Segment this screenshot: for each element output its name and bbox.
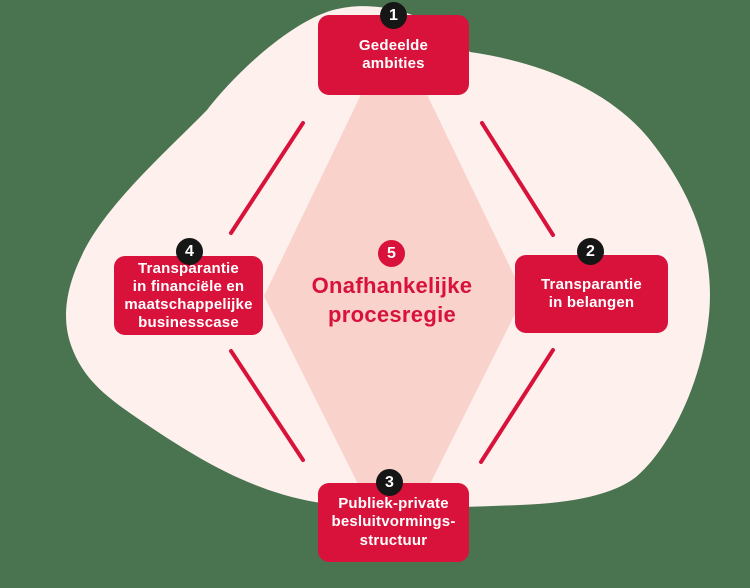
badge-number: 1 (389, 6, 398, 24)
connector-bottom-left (229, 349, 305, 462)
node-box-transparantie-in-belangen: Transparantie in belangen (515, 255, 668, 333)
number-badge-3: 3 (376, 469, 403, 496)
badge-number: 4 (185, 242, 194, 260)
number-badge-1: 1 (380, 2, 407, 29)
node-box-publiek-private-besluitvormingsstructuur: Publiek-private besluitvormings- structu… (318, 483, 469, 562)
badge-number: 2 (586, 242, 595, 260)
badge-number: 5 (387, 244, 396, 262)
node-label-line: in financiële en (132, 277, 245, 295)
node-label-line: businesscase (138, 313, 239, 331)
node-label-line: Transparantie (541, 275, 642, 293)
number-badge-4: 4 (176, 238, 203, 265)
number-badge-2: 2 (577, 238, 604, 265)
badge-number: 3 (385, 473, 394, 491)
node-label-line: in belangen (548, 294, 635, 311)
node-label-line: maatschappelijke (124, 295, 253, 313)
node-label-line: besluitvormings- (331, 513, 456, 531)
center-label-line: Onafhankelijke (311, 273, 473, 298)
center-label-onafhankelijke-procesregie: Onafhankelijke procesregie (272, 271, 512, 329)
node-label-line: Transparantie (138, 259, 239, 277)
connector-top-right (480, 121, 555, 237)
node-box-transparantie-businesscase: Transparantie in financiële en maatschap… (114, 256, 263, 335)
node-label-line: ambities (362, 55, 425, 72)
connector-bottom-right (479, 348, 555, 464)
node-label-line: Gedeelde (358, 36, 429, 54)
number-badge-5: 5 (378, 240, 405, 267)
diamond-shape (264, 26, 524, 556)
node-label-line: structuur (359, 531, 428, 549)
center-label-line: procesregie (327, 302, 457, 327)
connector-top-left (229, 121, 305, 235)
node-label-line: Publiek-private (338, 494, 449, 512)
